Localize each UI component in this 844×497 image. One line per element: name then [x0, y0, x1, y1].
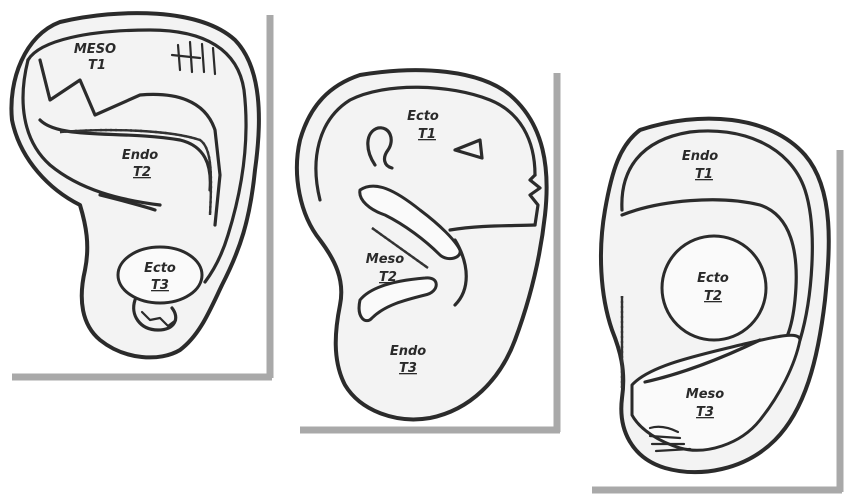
ear-3: Endo T1 Ecto T2 Meso T3 [592, 119, 842, 492]
ear-2-low-stage: T3 [399, 361, 417, 376]
ear-1-top-stage: T1 [88, 58, 106, 73]
ear-3-low-stage: T3 [696, 405, 714, 420]
ear-2-low-layer: Endo [390, 344, 426, 359]
ear-2-mid-layer: Meso [366, 252, 404, 267]
ear-1-mid-layer: Endo [122, 148, 158, 163]
ear-2: Ecto T1 Meso T2 Endo T3 [297, 70, 560, 432]
ear-3-low-layer: Meso [686, 387, 724, 402]
ear-3-mid-layer: Ecto [697, 271, 729, 286]
ear-1-top-layer: MESO [74, 42, 116, 57]
ear-1: MESO T1 Endo T2 Ecto T3 [11, 13, 272, 378]
ear-3-mid-stage: T2 [704, 289, 722, 304]
ear-3-ecto-region [662, 236, 766, 340]
ear-2-top-stage: T1 [418, 127, 436, 142]
ear-3-top-layer: Endo [682, 149, 718, 164]
ear-1-low-layer: Ecto [144, 261, 176, 276]
ear-1-low-stage: T3 [151, 278, 169, 293]
ear-2-top-layer: Ecto [407, 109, 439, 124]
ear-2-mid-stage: T2 [379, 270, 397, 285]
ear-1-mid-stage: T2 [133, 165, 151, 180]
ear-3-top-stage: T1 [695, 167, 713, 182]
